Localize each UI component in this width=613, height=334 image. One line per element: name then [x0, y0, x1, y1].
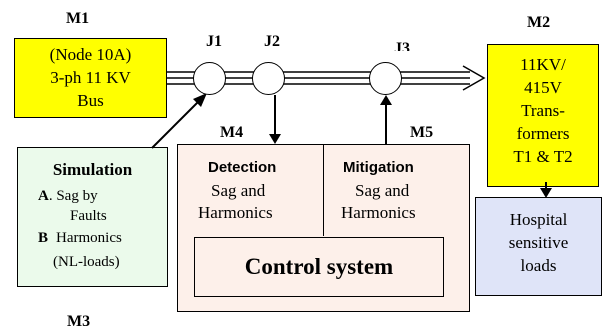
simulation-item-b-text2: (NL-loads): [53, 254, 120, 270]
transformer-to-hospital-arrowhead: [540, 188, 552, 198]
hospital-line2: sensitive: [508, 233, 569, 252]
label-m1: M1: [66, 10, 90, 27]
control-divider: [323, 144, 324, 236]
mitigation-to-j3-arrowhead: [380, 95, 392, 105]
simulation-item-b-text: Harmonics: [56, 230, 122, 246]
simulation-item-a: A. Sag by: [38, 188, 98, 205]
simulation-to-j1-arrow: [151, 97, 203, 149]
junction-j2: [252, 62, 285, 95]
source-bus-box: (Node 10A) 3-ph 11 KV Bus: [14, 38, 167, 118]
simulation-to-j1-arrowhead: [193, 93, 207, 107]
mitigation-line1: Sag and: [355, 181, 410, 200]
mitigation-title: Mitigation: [343, 159, 414, 176]
transformer-line5: T1 & T2: [513, 147, 573, 166]
detection-line2: Harmonics: [198, 203, 273, 222]
label-m5: M5: [410, 124, 434, 141]
source-bus-line2: 3-ph 11 KV: [50, 68, 131, 87]
simulation-item-b: B Harmonics: [38, 230, 122, 247]
hospital-line1: Hospital: [509, 210, 568, 229]
label-m2: M2: [527, 14, 551, 31]
mitigation-line2: Harmonics: [341, 203, 416, 222]
label-j3: J3: [394, 40, 410, 51]
transformer-box: 11KV/ 415V Trans- formers T1 & T2: [487, 44, 599, 187]
simulation-item-a-key: A: [38, 188, 49, 204]
source-bus-line3: Bus: [77, 91, 104, 110]
transformer-line3: Trans-: [521, 101, 565, 120]
transformer-line1: 11KV/: [520, 55, 566, 74]
label-j2: J2: [264, 33, 280, 50]
j2-to-detection-arrowhead: [269, 134, 281, 144]
source-bus-line1: (Node 10A): [49, 45, 132, 64]
simulation-item-a-text: . Sag by: [48, 188, 98, 204]
junction-j1: [193, 62, 226, 95]
transformer-line4: formers: [516, 124, 570, 143]
control-system-box: Control system: [194, 237, 444, 297]
simulation-title: Simulation: [52, 160, 133, 179]
detection-line1: Sag and: [211, 181, 266, 200]
simulation-box: Simulation A. Sag by Faults B Harmonics (…: [17, 147, 168, 287]
simulation-item-b-key: B: [38, 230, 49, 246]
transformer-line2: 415V: [524, 78, 562, 97]
junction-j3: [369, 62, 402, 95]
detection-title: Detection: [208, 159, 277, 176]
label-m4: M4: [220, 124, 244, 141]
label-j1: J1: [206, 33, 222, 50]
label-m3: M3: [67, 313, 91, 330]
hospital-line3: loads: [520, 256, 557, 275]
simulation-item-a-text2: Faults: [70, 208, 107, 224]
hospital-loads-box: Hospital sensitive loads: [475, 197, 602, 296]
